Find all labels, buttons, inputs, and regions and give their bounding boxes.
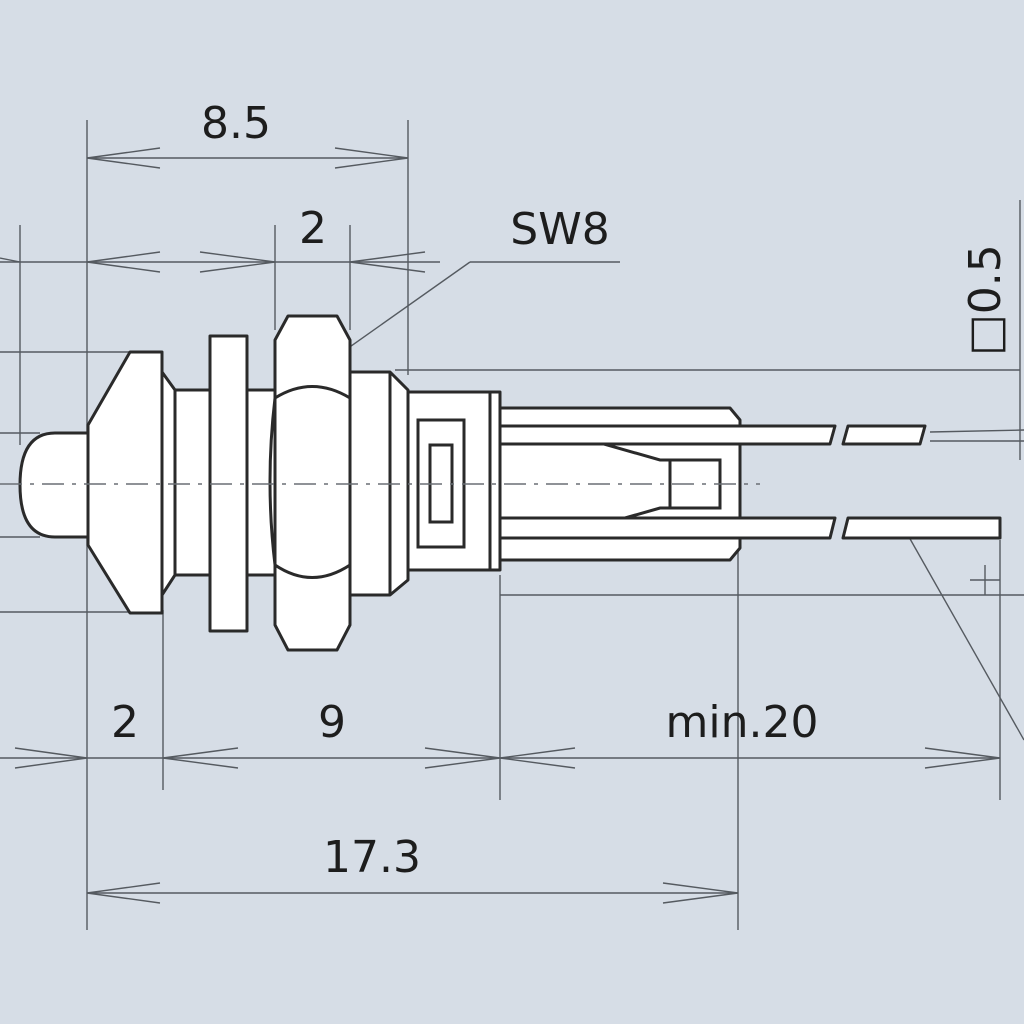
led-holder-body — [0, 314, 1002, 652]
dim-17-3-label: 17.3 — [323, 832, 421, 883]
led-dome — [18, 431, 94, 539]
dim-2-top-label: 2 — [299, 203, 327, 254]
lead-length-label: min.20 — [666, 697, 819, 748]
dimension-labels: 8.5 2 SW8 □0.5 2 9 min.20 17.3 — [111, 98, 1011, 883]
dimension-lines — [0, 147, 1024, 904]
dim-8-5-label: 8.5 — [201, 98, 271, 149]
hex-nut — [273, 314, 352, 652]
rear-housing — [406, 390, 502, 572]
nut-size-label: SW8 — [510, 204, 609, 255]
pins — [498, 424, 1002, 540]
dim-9-label: 9 — [318, 697, 346, 748]
dim-2-bottom-label: 2 — [111, 697, 139, 748]
pin-section-label: □0.5 — [960, 244, 1011, 356]
extension-lines — [0, 120, 1024, 930]
front-bezel — [86, 350, 164, 615]
